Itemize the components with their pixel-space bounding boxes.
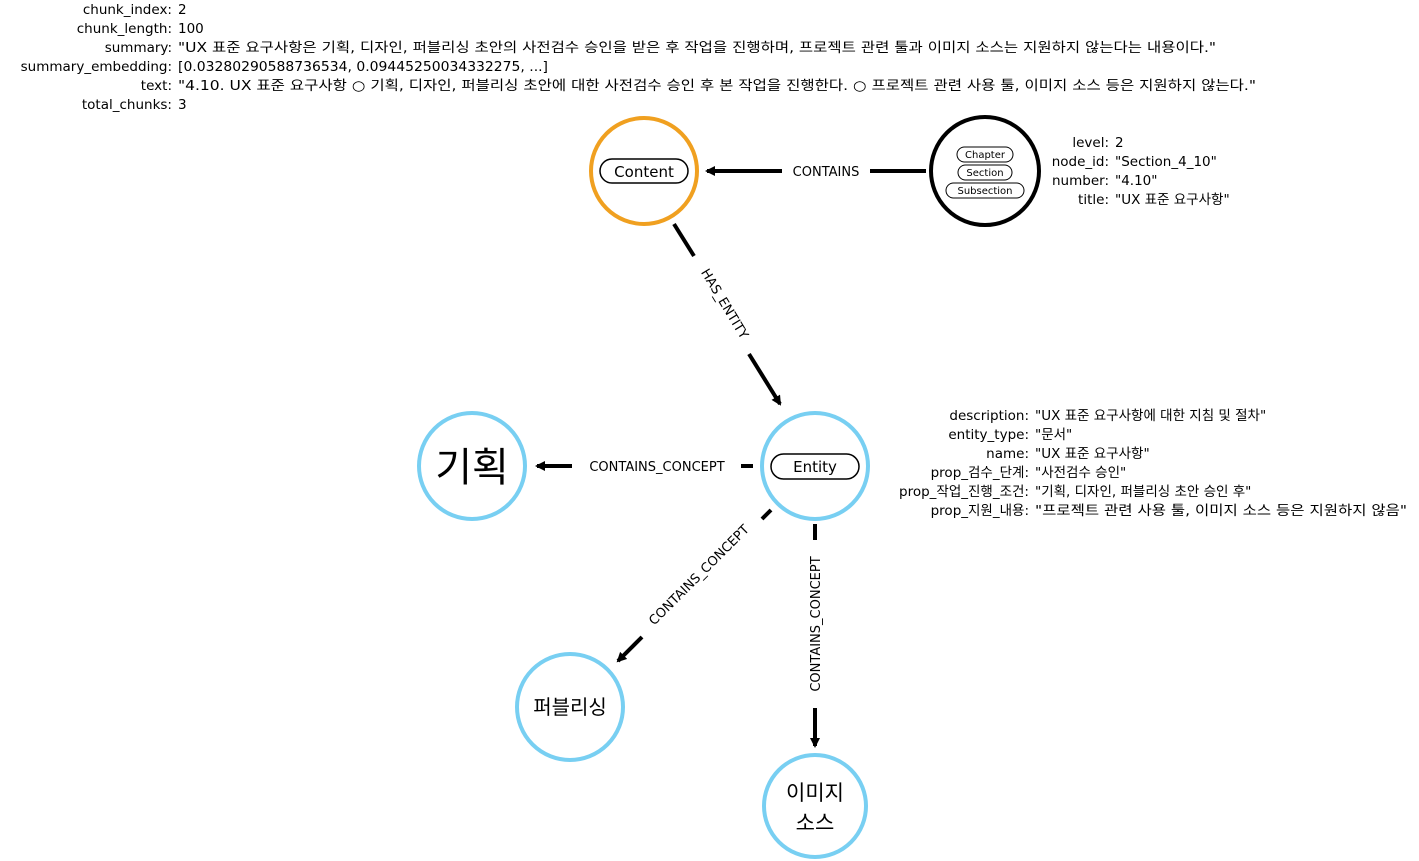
chunk-prop-key-summary-embedding: summary_embedding: xyxy=(21,59,172,75)
edge-concept-1-label: CONTAINS_CONCEPT xyxy=(589,460,724,475)
edge-has-entity-label: HAS_ENTITY xyxy=(697,266,751,342)
edge-contains-label: CONTAINS xyxy=(793,165,860,180)
entity-prop-key-description: description: xyxy=(949,408,1029,424)
entity-prop-key-support: prop_지원_내용: xyxy=(931,503,1029,519)
entity-prop-key-work-condition: prop_작업_진행_조건: xyxy=(899,484,1029,500)
chunk-prop-key-chunk-length: chunk_length: xyxy=(77,21,172,37)
entity-prop-value-name: "UX 표준 요구사항" xyxy=(1035,446,1150,462)
section-prop-value-level: 2 xyxy=(1115,135,1124,151)
edge-concept-2-line-top xyxy=(760,508,773,521)
section-prop-value-node-id: "Section_4_10" xyxy=(1115,154,1217,170)
chunk-prop-value-summary: "UX 표준 요구사항은 기획, 디자인, 퍼블리싱 초안의 사전검수 승인을 … xyxy=(178,40,1216,56)
content-node[interactable]: Content xyxy=(589,116,699,226)
edge-concept-2-label: CONTAINS_CONCEPT xyxy=(646,522,752,628)
chunk-prop-key-summary: summary: xyxy=(105,40,172,56)
concept-node-image-source-ring xyxy=(762,753,868,859)
edge-concept-3-label: CONTAINS_CONCEPT xyxy=(809,556,824,691)
chunk-prop-value-chunk-index: 2 xyxy=(178,2,187,18)
section-node[interactable]: Chapter Section Subsection xyxy=(929,115,1041,227)
entity-prop-value-description: "UX 표준 요구사항에 대한 지침 및 절차" xyxy=(1035,408,1266,424)
section-prop-key-node-id: node_id: xyxy=(1052,154,1109,170)
section-label: Section xyxy=(966,168,1003,179)
section-prop-value-number: "4.10" xyxy=(1115,173,1157,189)
content-label-pill xyxy=(599,158,689,184)
chunk-prop-key-text: text: xyxy=(141,78,172,94)
section-properties: level: 2 node_id: "Section_4_10" number:… xyxy=(1052,135,1230,208)
section-label-pill xyxy=(957,164,1013,181)
chunk-prop-value-text: "4.10. UX 표준 요구사항 ○ 기획, 디자인, 퍼블리싱 초안에 대한… xyxy=(178,78,1256,94)
concept-node-planning[interactable]: 기획 xyxy=(417,411,527,521)
concept-node-publishing[interactable]: 퍼블리싱 xyxy=(515,652,625,762)
subsection-label: Subsection xyxy=(957,186,1012,197)
chapter-label-pill xyxy=(956,146,1014,163)
edge-contains: CONTAINS xyxy=(705,165,926,180)
edge-contains-concept-1: CONTAINS_CONCEPT xyxy=(535,460,753,475)
concept-node-image-source[interactable]: 이미지 소스 xyxy=(762,753,868,859)
entity-label-pill xyxy=(770,453,860,480)
chunk-prop-value-total-chunks: 3 xyxy=(178,97,187,113)
entity-prop-value-support: "프로젝트 관련 사용 툴, 이미지 소스 등은 지원하지 않음" xyxy=(1035,503,1407,519)
edge-has-entity-line-bottom xyxy=(747,352,782,406)
chunk-prop-value-summary-embedding: [0.03280290588736534, 0.0944525003433227… xyxy=(178,59,548,75)
content-node-label: Content xyxy=(614,163,674,181)
edge-contains-concept-3: CONTAINS_CONCEPT xyxy=(809,524,824,748)
concept-node-publishing-ring xyxy=(515,652,625,762)
entity-properties: description: "UX 표준 요구사항에 대한 지침 및 절차" en… xyxy=(899,408,1407,519)
entity-prop-value-work-condition: "기획, 디자인, 퍼블리싱 초안 승인 후" xyxy=(1035,484,1251,500)
edge-contains-concept-2: CONTAINS_CONCEPT xyxy=(616,508,773,663)
entity-prop-value-review-stage: "사전검수 승인" xyxy=(1035,465,1126,481)
entity-prop-key-name: name: xyxy=(986,446,1029,462)
chunk-prop-key-chunk-index: chunk_index: xyxy=(83,2,172,18)
section-prop-value-title: "UX 표준 요구사항" xyxy=(1115,192,1230,208)
chapter-label: Chapter xyxy=(965,150,1006,161)
concept-node-image-source-label-line2: 소스 xyxy=(796,811,835,835)
chunk-prop-key-total-chunks: total_chunks: xyxy=(82,97,172,113)
concept-node-planning-ring xyxy=(417,411,527,521)
edge-has-entity-line-top xyxy=(672,222,696,258)
edge-has-entity: HAS_ENTITY xyxy=(672,222,782,406)
entity-prop-key-entity-type: entity_type: xyxy=(948,427,1029,443)
entity-node-label: Entity xyxy=(793,458,837,476)
concept-node-planning-label: 기획 xyxy=(435,445,509,491)
edge-concept-2-line-bottom xyxy=(616,635,644,663)
chunk-prop-value-chunk-length: 100 xyxy=(178,21,204,37)
section-prop-key-number: number: xyxy=(1052,173,1109,189)
concept-node-publishing-label: 퍼블리싱 xyxy=(533,695,607,719)
chunk-properties: chunk_index: 2 chunk_length: 100 summary… xyxy=(21,2,1256,113)
subsection-label-pill xyxy=(945,182,1025,199)
section-prop-key-level: level: xyxy=(1072,135,1109,151)
section-prop-key-title: title: xyxy=(1078,192,1109,208)
entity-prop-value-entity-type: "문서" xyxy=(1035,427,1072,443)
entity-node[interactable]: Entity xyxy=(760,411,870,521)
concept-node-image-source-label-line1: 이미지 xyxy=(786,781,844,805)
entity-prop-key-review-stage: prop_검수_단계: xyxy=(931,465,1029,481)
